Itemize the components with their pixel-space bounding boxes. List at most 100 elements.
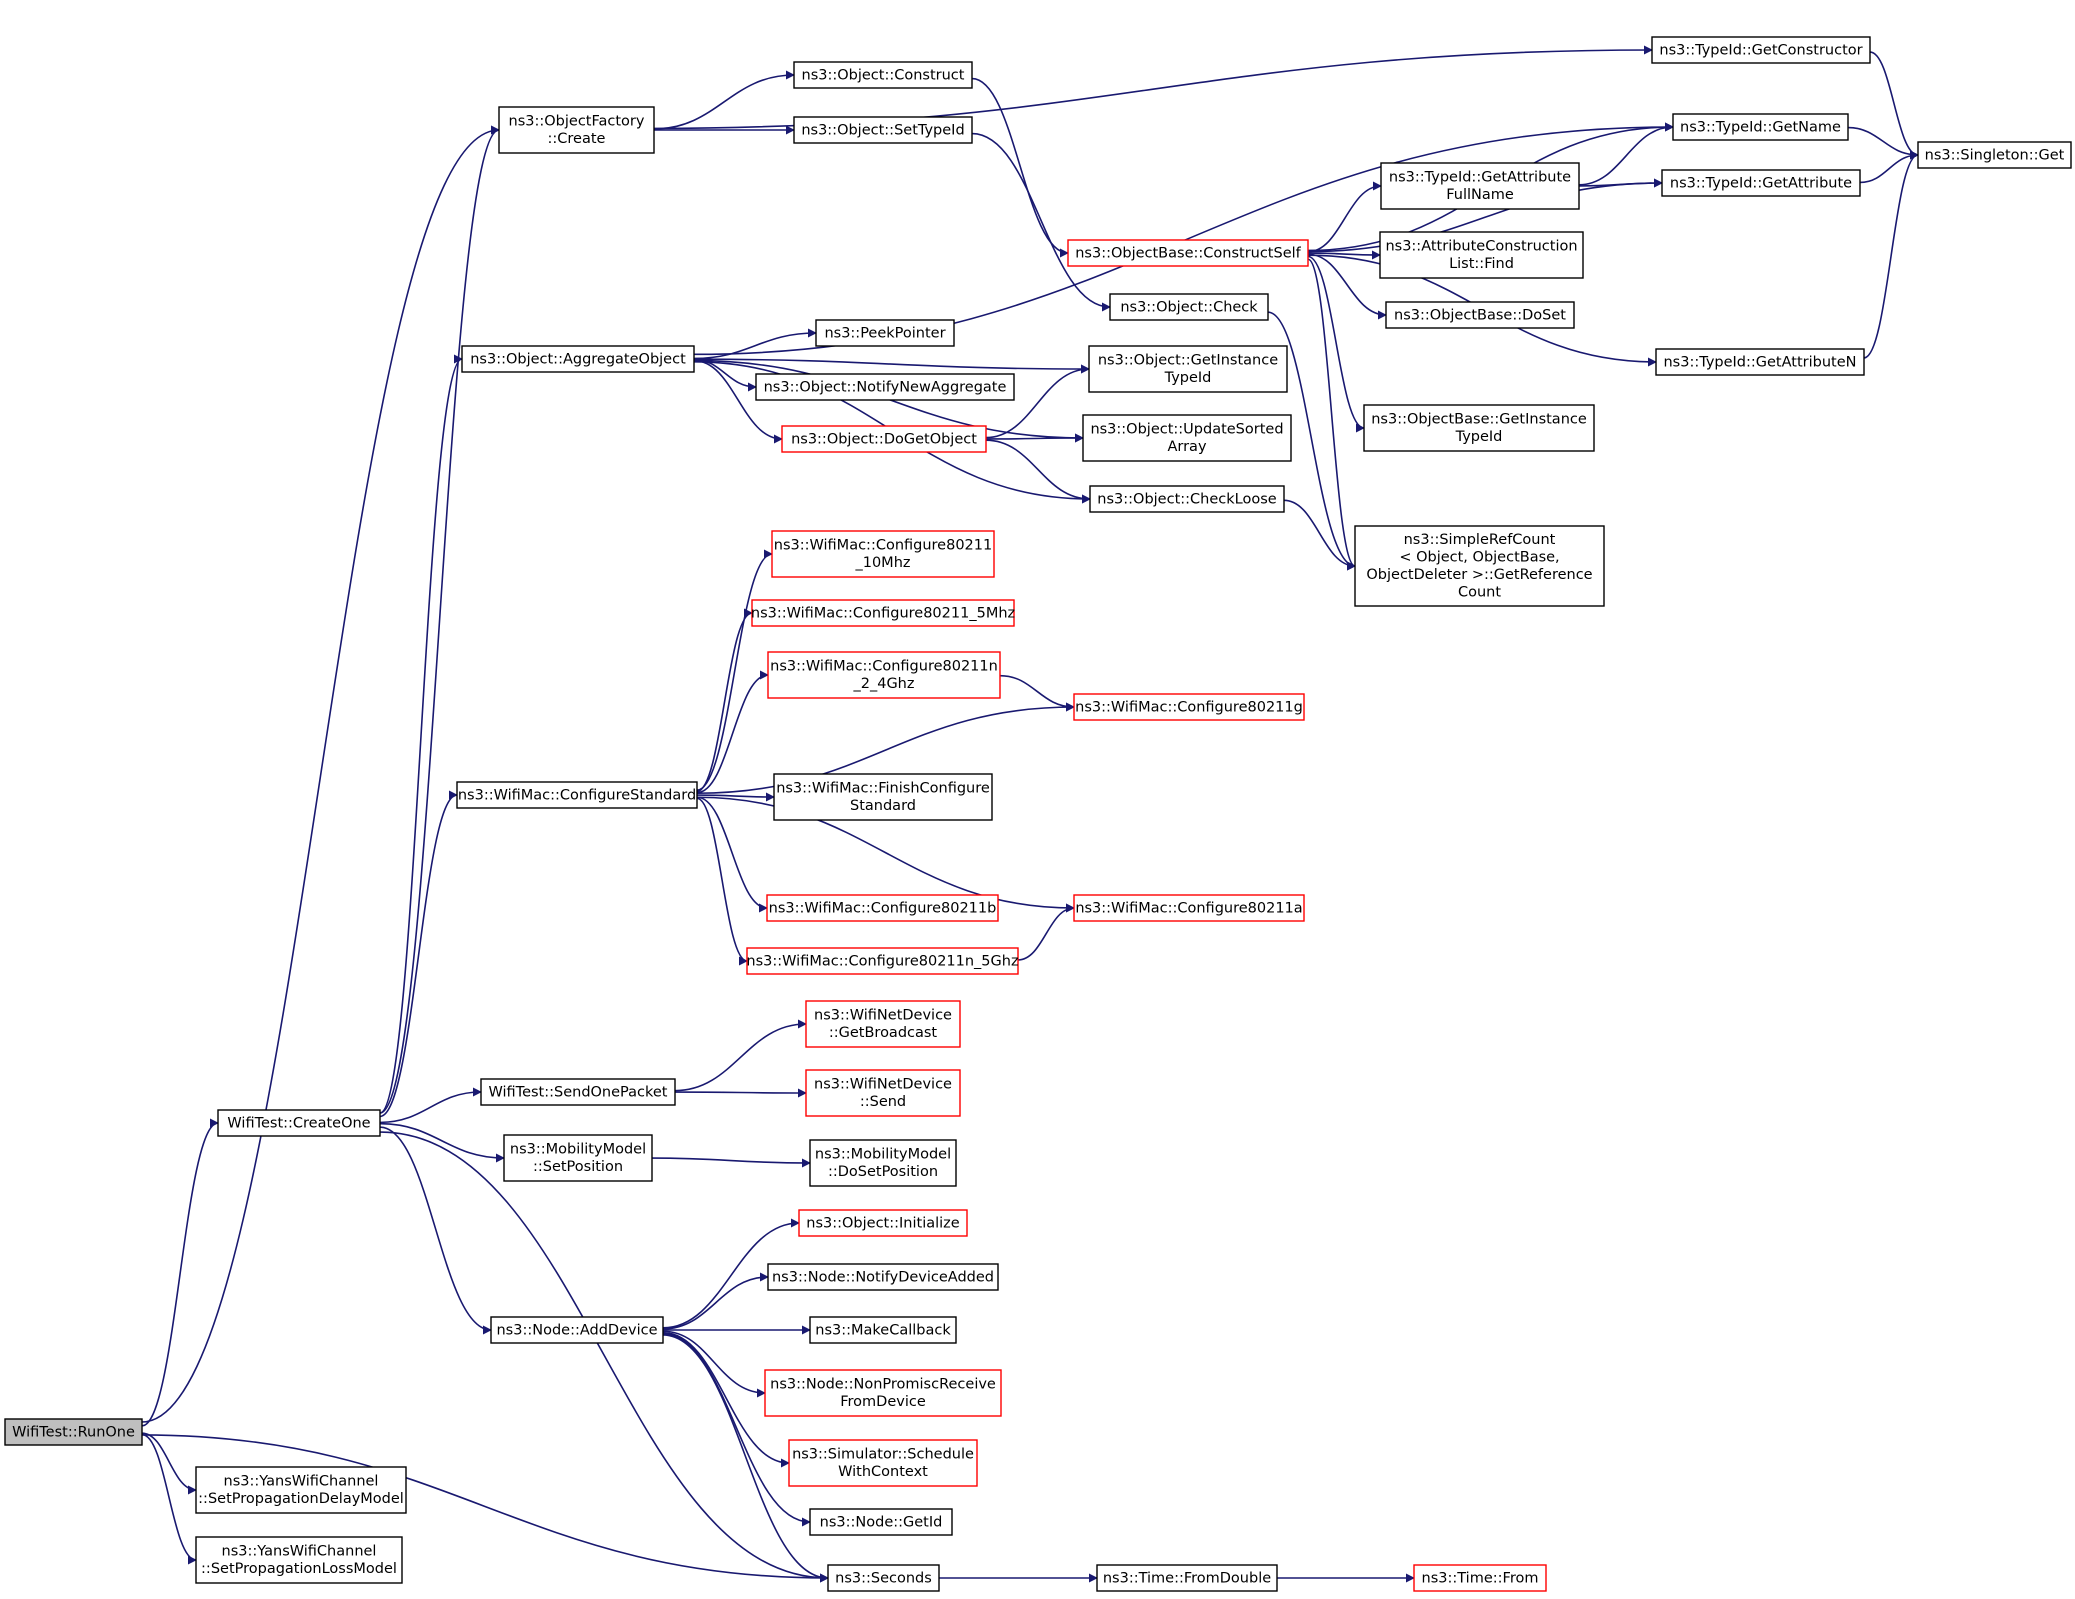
node-nodegetid[interactable]: ns3::Node::GetId xyxy=(809,1508,953,1536)
node-box[interactable] xyxy=(773,773,993,821)
node-doset[interactable]: ns3::ObjectBase::DoSet xyxy=(1385,301,1575,329)
node-box[interactable] xyxy=(1385,301,1575,329)
node-box[interactable] xyxy=(456,781,698,809)
node-box[interactable] xyxy=(4,1418,143,1446)
node-box[interactable] xyxy=(480,1078,676,1106)
node-box[interactable] xyxy=(498,106,655,154)
node-cfgb[interactable]: ns3::WifiMac::Configure80211b xyxy=(766,894,999,922)
node-setdelay[interactable]: ns3::YansWifiChannel::SetPropagationDela… xyxy=(195,1466,407,1514)
node-box[interactable] xyxy=(751,599,1015,627)
node-box[interactable] xyxy=(766,894,999,922)
node-box[interactable] xyxy=(1379,231,1584,279)
node-box[interactable] xyxy=(1661,169,1861,197)
node-cfg10mhz[interactable]: ns3::WifiMac::Configure80211_10Mhz xyxy=(771,530,995,578)
node-objcheck[interactable]: ns3::Object::Check xyxy=(1109,293,1269,321)
node-box[interactable] xyxy=(490,1316,664,1344)
node-mobsetpos[interactable]: ns3::MobilityModel::SetPosition xyxy=(503,1134,653,1182)
node-box[interactable] xyxy=(767,1263,999,1291)
node-box[interactable] xyxy=(805,1069,961,1117)
node-box[interactable] xyxy=(461,345,695,373)
node-netdevsend[interactable]: ns3::WifiNetDevice::Send xyxy=(805,1069,961,1117)
node-box[interactable] xyxy=(798,1209,968,1237)
node-box[interactable] xyxy=(1354,525,1605,607)
node-fromdouble[interactable]: ns3::Time::FromDouble xyxy=(1096,1564,1278,1592)
node-box[interactable] xyxy=(809,1139,957,1187)
node-box[interactable] xyxy=(771,530,995,578)
node-box[interactable] xyxy=(746,947,1019,975)
node-box[interactable] xyxy=(1073,693,1305,721)
node-runone[interactable]: WifiTest::RunOne xyxy=(4,1418,143,1446)
node-peekpointer[interactable]: ns3::PeekPointer xyxy=(815,319,955,347)
node-box[interactable] xyxy=(1088,345,1288,393)
node-createone[interactable]: WifiTest::CreateOne xyxy=(217,1109,381,1137)
node-dogetobject[interactable]: ns3::Object::DoGetObject xyxy=(781,425,987,453)
node-box[interactable] xyxy=(1380,162,1580,210)
node-box[interactable] xyxy=(1109,293,1269,321)
node-box[interactable] xyxy=(793,61,973,89)
node-box[interactable] xyxy=(1363,404,1595,452)
node-box[interactable] xyxy=(1672,113,1849,141)
node-cfgg[interactable]: ns3::WifiMac::Configure80211g xyxy=(1073,693,1305,721)
node-getname[interactable]: ns3::TypeId::GetName xyxy=(1672,113,1849,141)
node-makecallback[interactable]: ns3::MakeCallback xyxy=(809,1316,957,1344)
node-box[interactable] xyxy=(805,1000,961,1048)
node-box[interactable] xyxy=(827,1564,940,1592)
node-box[interactable] xyxy=(1917,141,2072,169)
node-box[interactable] xyxy=(809,1508,953,1536)
node-box[interactable] xyxy=(1655,348,1865,376)
node-box[interactable] xyxy=(1082,414,1292,462)
node-aggregate[interactable]: ns3::Object::AggregateObject xyxy=(461,345,695,373)
node-timefrom[interactable]: ns3::Time::From xyxy=(1413,1564,1547,1592)
node-simplerefcount[interactable]: ns3::SimpleRefCount< Object, ObjectBase,… xyxy=(1354,525,1605,607)
node-cfgn24[interactable]: ns3::WifiMac::Configure80211n_2_4Ghz xyxy=(767,651,1001,699)
node-checkloose[interactable]: ns3::Object::CheckLoose xyxy=(1089,485,1285,513)
node-factorycreate[interactable]: ns3::ObjectFactory::Create xyxy=(498,106,655,154)
node-box[interactable] xyxy=(793,116,973,144)
node-getbroadcast[interactable]: ns3::WifiNetDevice::GetBroadcast xyxy=(805,1000,961,1048)
node-cfg5mhz[interactable]: ns3::WifiMac::Configure80211_5Mhz xyxy=(751,599,1015,627)
node-box[interactable] xyxy=(781,425,987,453)
node-box[interactable] xyxy=(1651,36,1871,64)
node-cfgn5[interactable]: ns3::WifiMac::Configure80211n_5Ghz xyxy=(746,947,1019,975)
node-box[interactable] xyxy=(1413,1564,1547,1592)
node-construct[interactable]: ns3::Object::Construct xyxy=(793,61,973,89)
node-constructself[interactable]: ns3::ObjectBase::ConstructSelf xyxy=(1067,239,1309,267)
node-box[interactable] xyxy=(755,373,1015,401)
node-box[interactable] xyxy=(217,1109,381,1137)
node-sendonepacket[interactable]: WifiTest::SendOnePacket xyxy=(480,1078,676,1106)
node-box[interactable] xyxy=(767,651,1001,699)
node-box[interactable] xyxy=(1067,239,1309,267)
node-getconstructor[interactable]: ns3::TypeId::GetConstructor xyxy=(1651,36,1871,64)
node-box[interactable] xyxy=(809,1316,957,1344)
node-setloss[interactable]: ns3::YansWifiChannel::SetPropagationLoss… xyxy=(195,1536,403,1584)
node-box[interactable] xyxy=(1073,894,1305,922)
node-box[interactable] xyxy=(503,1134,653,1182)
node-box[interactable] xyxy=(788,1439,978,1487)
node-box[interactable] xyxy=(195,1466,407,1514)
node-getattributen[interactable]: ns3::TypeId::GetAttributeN xyxy=(1655,348,1865,376)
node-adddevice[interactable]: ns3::Node::AddDevice xyxy=(490,1316,664,1344)
node-configurestd[interactable]: ns3::WifiMac::ConfigureStandard xyxy=(456,781,698,809)
node-box[interactable] xyxy=(815,319,955,347)
node-notifynewagg[interactable]: ns3::Object::NotifyNewAggregate xyxy=(755,373,1015,401)
node-box[interactable] xyxy=(195,1536,403,1584)
node-singletonget[interactable]: ns3::Singleton::Get xyxy=(1917,141,2072,169)
node-box[interactable] xyxy=(764,1369,1002,1417)
node-cfga[interactable]: ns3::WifiMac::Configure80211a xyxy=(1073,894,1305,922)
node-notifydevadded[interactable]: ns3::Node::NotifyDeviceAdded xyxy=(767,1263,999,1291)
node-box[interactable] xyxy=(1089,485,1285,513)
node-seconds[interactable]: ns3::Seconds xyxy=(827,1564,940,1592)
node-dosetpos[interactable]: ns3::MobilityModel::DoSetPosition xyxy=(809,1139,957,1187)
node-box[interactable] xyxy=(1096,1564,1278,1592)
node-getattribute[interactable]: ns3::TypeId::GetAttribute xyxy=(1661,169,1861,197)
node-objinitialize[interactable]: ns3::Object::Initialize xyxy=(798,1209,968,1237)
node-settypeid[interactable]: ns3::Object::SetTypeId xyxy=(793,116,973,144)
